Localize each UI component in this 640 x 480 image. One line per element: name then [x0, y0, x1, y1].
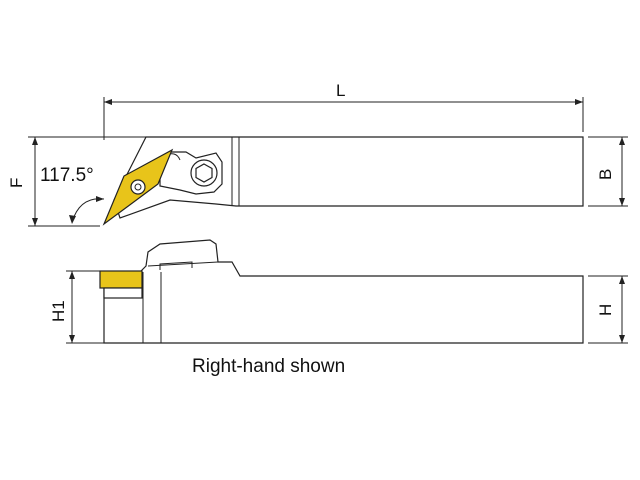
label-h1: H1: [49, 300, 68, 322]
label-l: L: [336, 81, 345, 100]
insert-side: [99, 270, 143, 289]
dimension-l: L: [103, 81, 584, 140]
label-b: B: [596, 169, 615, 180]
label-angle: 117.5°: [40, 165, 94, 186]
dimension-f: F: [7, 136, 146, 227]
hex-socket-icon: [195, 163, 213, 183]
shank-side: [103, 239, 584, 344]
dimension-h1: H1: [49, 270, 104, 344]
dimension-angle: 117.5°: [40, 165, 105, 224]
caption: Right-hand shown: [192, 356, 346, 377]
top-view: [102, 136, 584, 226]
label-f: F: [7, 178, 26, 188]
dimension-b: B: [588, 136, 628, 207]
side-view: [99, 239, 584, 344]
insert-hole: [130, 179, 146, 195]
dimension-h: H: [588, 275, 628, 344]
label-h: H: [596, 304, 615, 316]
